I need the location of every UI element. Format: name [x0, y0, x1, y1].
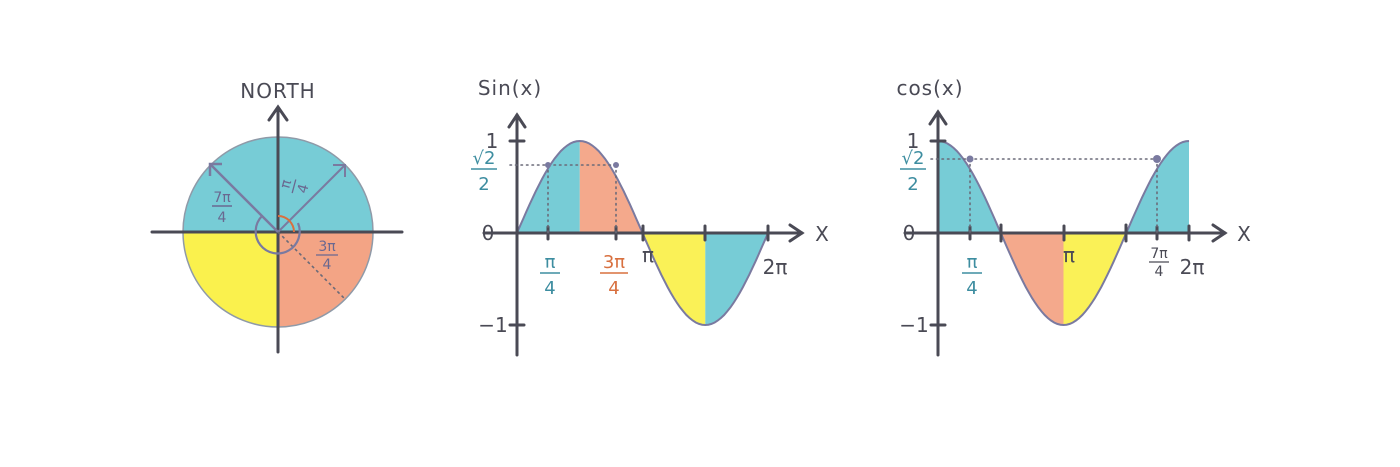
sin-chart-panel: Sin(x) X 1 0 −1 √2 2 π 4 3π 4 π 2π [471, 76, 829, 357]
cos-chart-panel: cos(x) X 1 0 −1 √2 2 π 4 π 7π 4 2π [896, 76, 1251, 357]
label-pi-over-4: π 4 [277, 177, 313, 195]
cos-label-sqrt2-over-2: √2 2 [900, 148, 926, 195]
cos-curve [937, 140, 1190, 327]
cos-y-tick-label-0: 0 [903, 221, 916, 245]
cos-label-pi: π [1063, 243, 1075, 267]
unit-circle-panel: NORTH 7π 4 π 4 3π 4 [150, 79, 404, 354]
svg-text:7π: 7π [213, 190, 231, 206]
sin-label-pi-over-4: π 4 [540, 252, 560, 299]
quadrant-lower-left [183, 232, 278, 327]
svg-text:7π: 7π [1150, 246, 1168, 262]
sin-label-sqrt2-over-2: √2 2 [471, 148, 497, 195]
svg-text:4: 4 [295, 182, 313, 195]
cos-label-2pi: 2π [1180, 255, 1205, 279]
vector-7pi-4-head [208, 162, 222, 176]
svg-text:4: 4 [544, 278, 555, 299]
sin-fill-pi-to-3pi2 [642, 233, 706, 325]
vector-3pi-4 [277, 231, 346, 300]
svg-text:4: 4 [966, 278, 977, 299]
cos-x-arrowhead [1211, 223, 1228, 243]
north-arrowhead [267, 104, 289, 122]
label-3pi-over-4: 3π 4 [316, 239, 338, 273]
vector-7pi-4 [209, 163, 279, 233]
sin-label-pi: π [642, 243, 654, 267]
svg-text:π: π [545, 252, 556, 273]
sin-x-arrowhead [788, 223, 805, 243]
svg-text:π: π [967, 252, 978, 273]
svg-text:3π: 3π [318, 239, 336, 255]
sin-y-label: Sin(x) [478, 76, 542, 100]
svg-text:2: 2 [907, 174, 918, 195]
cos-y-arrowhead [928, 109, 948, 126]
svg-text:2: 2 [478, 174, 489, 195]
north-label: NORTH [240, 79, 315, 103]
vector-pi-4-head [333, 164, 346, 177]
angle-arc-large [254, 215, 301, 255]
sin-x-label: X [815, 222, 829, 246]
svg-text:4: 4 [218, 210, 227, 226]
sin-point-pi-4 [545, 162, 551, 168]
cos-y-tick-label-neg1: −1 [899, 313, 928, 337]
svg-text:4: 4 [323, 257, 332, 273]
svg-text:4: 4 [1155, 264, 1164, 280]
cos-y-label: cos(x) [896, 76, 963, 100]
sin-label-2pi: 2π [763, 255, 788, 279]
svg-text:3π: 3π [603, 252, 625, 273]
label-7pi-over-4: 7π 4 [212, 190, 232, 226]
svg-text:4: 4 [608, 278, 619, 299]
cos-fill-pi-to-3pi2 [1063, 233, 1127, 325]
svg-text:√2: √2 [902, 148, 925, 169]
sin-fill-pi2-to-pi [579, 141, 643, 233]
sin-y-tick-label-1: 1 [486, 129, 499, 153]
sin-fill-3pi2-to-2pi [705, 233, 768, 325]
svg-text:√2: √2 [473, 148, 496, 169]
cos-label-pi-over-4: π 4 [962, 252, 982, 299]
sin-fill-regions [517, 141, 768, 325]
cos-x-label: X [1237, 222, 1251, 246]
cos-y-tick-label-1: 1 [907, 129, 920, 153]
sin-label-3pi-over-4: 3π 4 [600, 252, 628, 299]
cos-label-7pi-over-4: 7π 4 [1149, 246, 1169, 280]
cos-point-pi-4 [966, 155, 974, 163]
sin-point-3pi-4 [613, 162, 619, 168]
sin-y-arrowhead [507, 112, 527, 129]
cos-point-7pi-4 [1153, 155, 1161, 163]
sin-y-tick-label-neg1: −1 [478, 313, 507, 337]
cos-fill-pi2-to-pi [1000, 233, 1064, 325]
angle-arc-small [277, 215, 295, 233]
sin-y-tick-label-0: 0 [482, 221, 495, 245]
